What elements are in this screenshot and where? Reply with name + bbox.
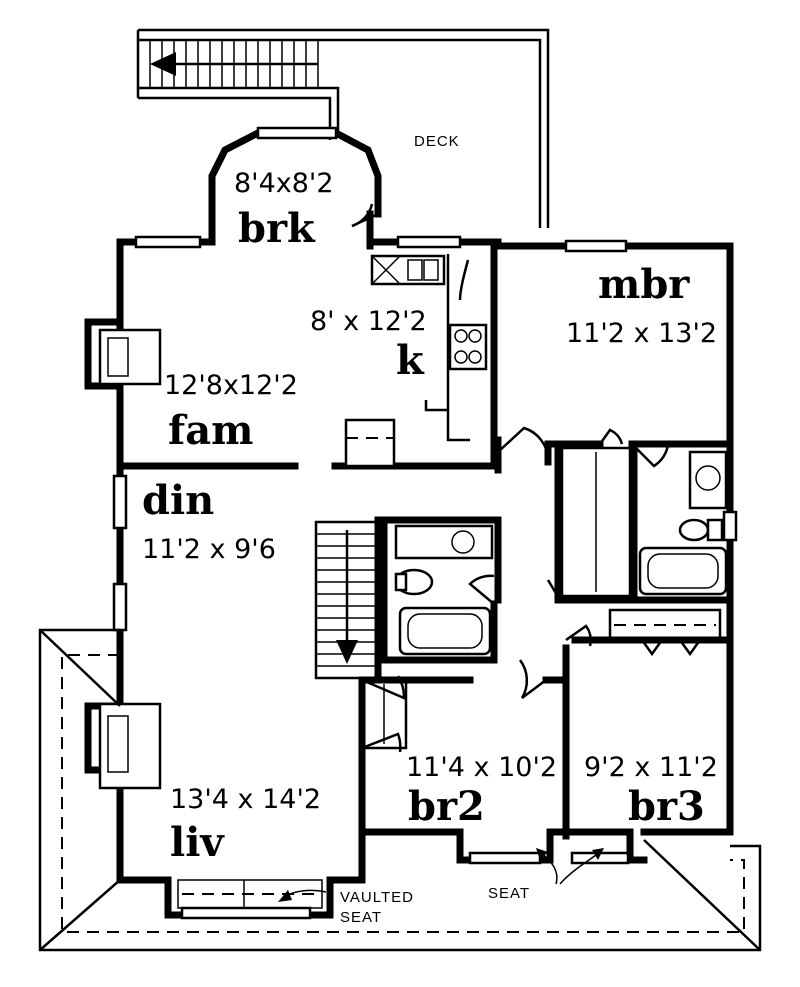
seat-label-br: SEAT [488, 885, 530, 902]
mbr-name: mbr [598, 261, 690, 308]
kitchen-dims: 8' x 12'2 [310, 306, 427, 337]
kitchen-fixtures [344, 254, 488, 468]
br2-dims: 11'4 x 10'2 [406, 752, 557, 783]
br3-name: br3 [628, 783, 705, 830]
deck-stair-arrow [150, 52, 318, 76]
kitchen-name: k [396, 337, 425, 384]
fam-name: fam [168, 407, 253, 454]
roof-outline [38, 628, 762, 952]
fam-dims: 12'8x12'2 [164, 370, 298, 401]
din-name: din [142, 477, 214, 524]
seat-label-liv: SEAT [340, 909, 382, 926]
din-dims: 11'2 x 9'6 [142, 534, 276, 565]
note-arrows [278, 848, 604, 902]
vaulted-label: VAULTED [340, 889, 414, 906]
interior-stairs [314, 520, 380, 680]
br2-name: br2 [408, 783, 485, 830]
windows [112, 126, 738, 920]
mbr-dims: 11'2 x 13'2 [566, 318, 717, 349]
liv-name: liv [170, 819, 225, 866]
bath2-fixtures [394, 524, 494, 656]
fireplace-fam [84, 318, 162, 390]
liv-dims: 13'4 x 14'2 [170, 784, 321, 815]
master-bath-fixtures [638, 450, 728, 596]
deck-label: DECK [414, 133, 460, 150]
deck-area [138, 28, 550, 228]
br3-dims: 9'2 x 11'2 [584, 752, 718, 783]
brk-dims: 8'4x8'2 [234, 168, 334, 199]
doors [351, 203, 702, 753]
fireplace-liv [84, 702, 162, 790]
brk-name: brk [238, 205, 316, 252]
closets [360, 446, 722, 750]
